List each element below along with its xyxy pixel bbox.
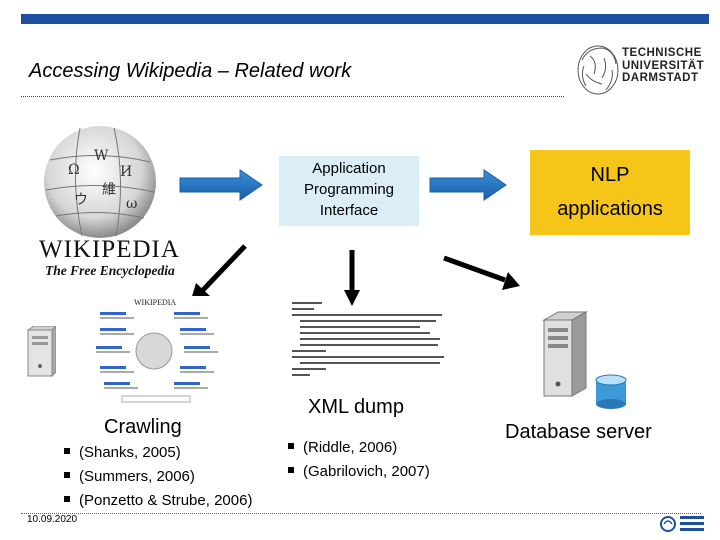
- database-server-label: Database server: [505, 421, 652, 443]
- svg-text:維: 維: [102, 182, 116, 198]
- xml-dump-references: (Riddle, 2006) (Gabrilovich, 2007): [288, 436, 430, 484]
- logo-line: TECHNISCHE: [622, 47, 702, 59]
- api-box-line: Programming: [303, 181, 395, 198]
- title-divider: [21, 96, 564, 97]
- header-bar: [21, 14, 709, 24]
- xml-dump-thumbnail: [286, 294, 444, 378]
- footer-divider: [21, 513, 701, 514]
- reference-text: (Ponzetto & Strube, 2006): [79, 492, 253, 509]
- database-cylinder-icon: [595, 374, 627, 409]
- svg-text:W: W: [94, 148, 109, 164]
- logo-line: DARMSTADT: [622, 72, 699, 84]
- svg-text:Ω: Ω: [68, 162, 80, 178]
- nlp-box-line: applications: [557, 198, 663, 220]
- arrow-to-nlp-icon: [429, 169, 507, 201]
- reference-text: (Riddle, 2006): [303, 439, 398, 456]
- wikipedia-globe-icon: Ω W И ウ 維 ω: [44, 126, 156, 238]
- bullet-icon: [64, 448, 70, 455]
- server-icon: [26, 326, 56, 378]
- svg-text:И: И: [120, 164, 132, 180]
- reference-text: (Gabrilovich, 2007): [303, 463, 430, 480]
- api-box: Application Programming Interface: [279, 156, 419, 226]
- athena-head-icon: [577, 45, 619, 95]
- database-server-icon: [542, 311, 627, 409]
- arrow-to-database-icon: [443, 255, 506, 283]
- university-logo: [568, 40, 712, 100]
- list-item: (Ponzetto & Strube, 2006): [64, 489, 252, 513]
- svg-text:ω: ω: [126, 196, 137, 212]
- arrow-to-api-icon: [179, 169, 263, 201]
- wikipedia-wordmark: WIKIPEDIA: [39, 236, 180, 263]
- api-box-line: Application: [312, 160, 386, 177]
- xml-code-lines: [292, 302, 444, 377]
- reference-text: (Summers, 2006): [79, 468, 195, 485]
- svg-text:WIKIPEDIA: WIKIPEDIA: [134, 298, 176, 307]
- svg-text:ウ: ウ: [74, 192, 88, 208]
- slide-title: Accessing Wikipedia – Related work: [29, 60, 352, 82]
- list-item: (Summers, 2006): [64, 465, 252, 489]
- bullet-icon: [288, 467, 294, 474]
- wikipedia-tagline: The Free Encyclopedia: [45, 263, 175, 278]
- nlp-box-line: NLP: [590, 164, 630, 186]
- slide-date: 10.09.2020: [27, 514, 78, 525]
- list-item: (Riddle, 2006): [288, 436, 430, 460]
- list-item: (Gabrilovich, 2007): [288, 460, 430, 484]
- crawling-references: (Shanks, 2005) (Summers, 2006) (Ponzetto…: [64, 441, 252, 513]
- crawling-label: Crawling: [104, 416, 182, 438]
- university-name: TECHNISCHE UNIVERSITÄT DARMSTADT: [622, 47, 704, 85]
- wikipedia-portal-thumbnail: WIKIPEDIA: [92, 296, 222, 406]
- bullet-icon: [64, 472, 70, 479]
- api-box-line: Interface: [319, 202, 379, 219]
- bullet-icon: [288, 443, 294, 450]
- list-item: (Shanks, 2005): [64, 441, 252, 465]
- logo-line: UNIVERSITÄT: [622, 59, 705, 72]
- xml-dump-label: XML dump: [308, 396, 404, 418]
- arrow-to-crawling-icon: [201, 244, 247, 292]
- nlp-applications-box: NLP applications: [530, 150, 690, 235]
- bullet-icon: [64, 496, 70, 503]
- ukp-logo-icon: [660, 516, 704, 532]
- reference-text: (Shanks, 2005): [79, 444, 181, 461]
